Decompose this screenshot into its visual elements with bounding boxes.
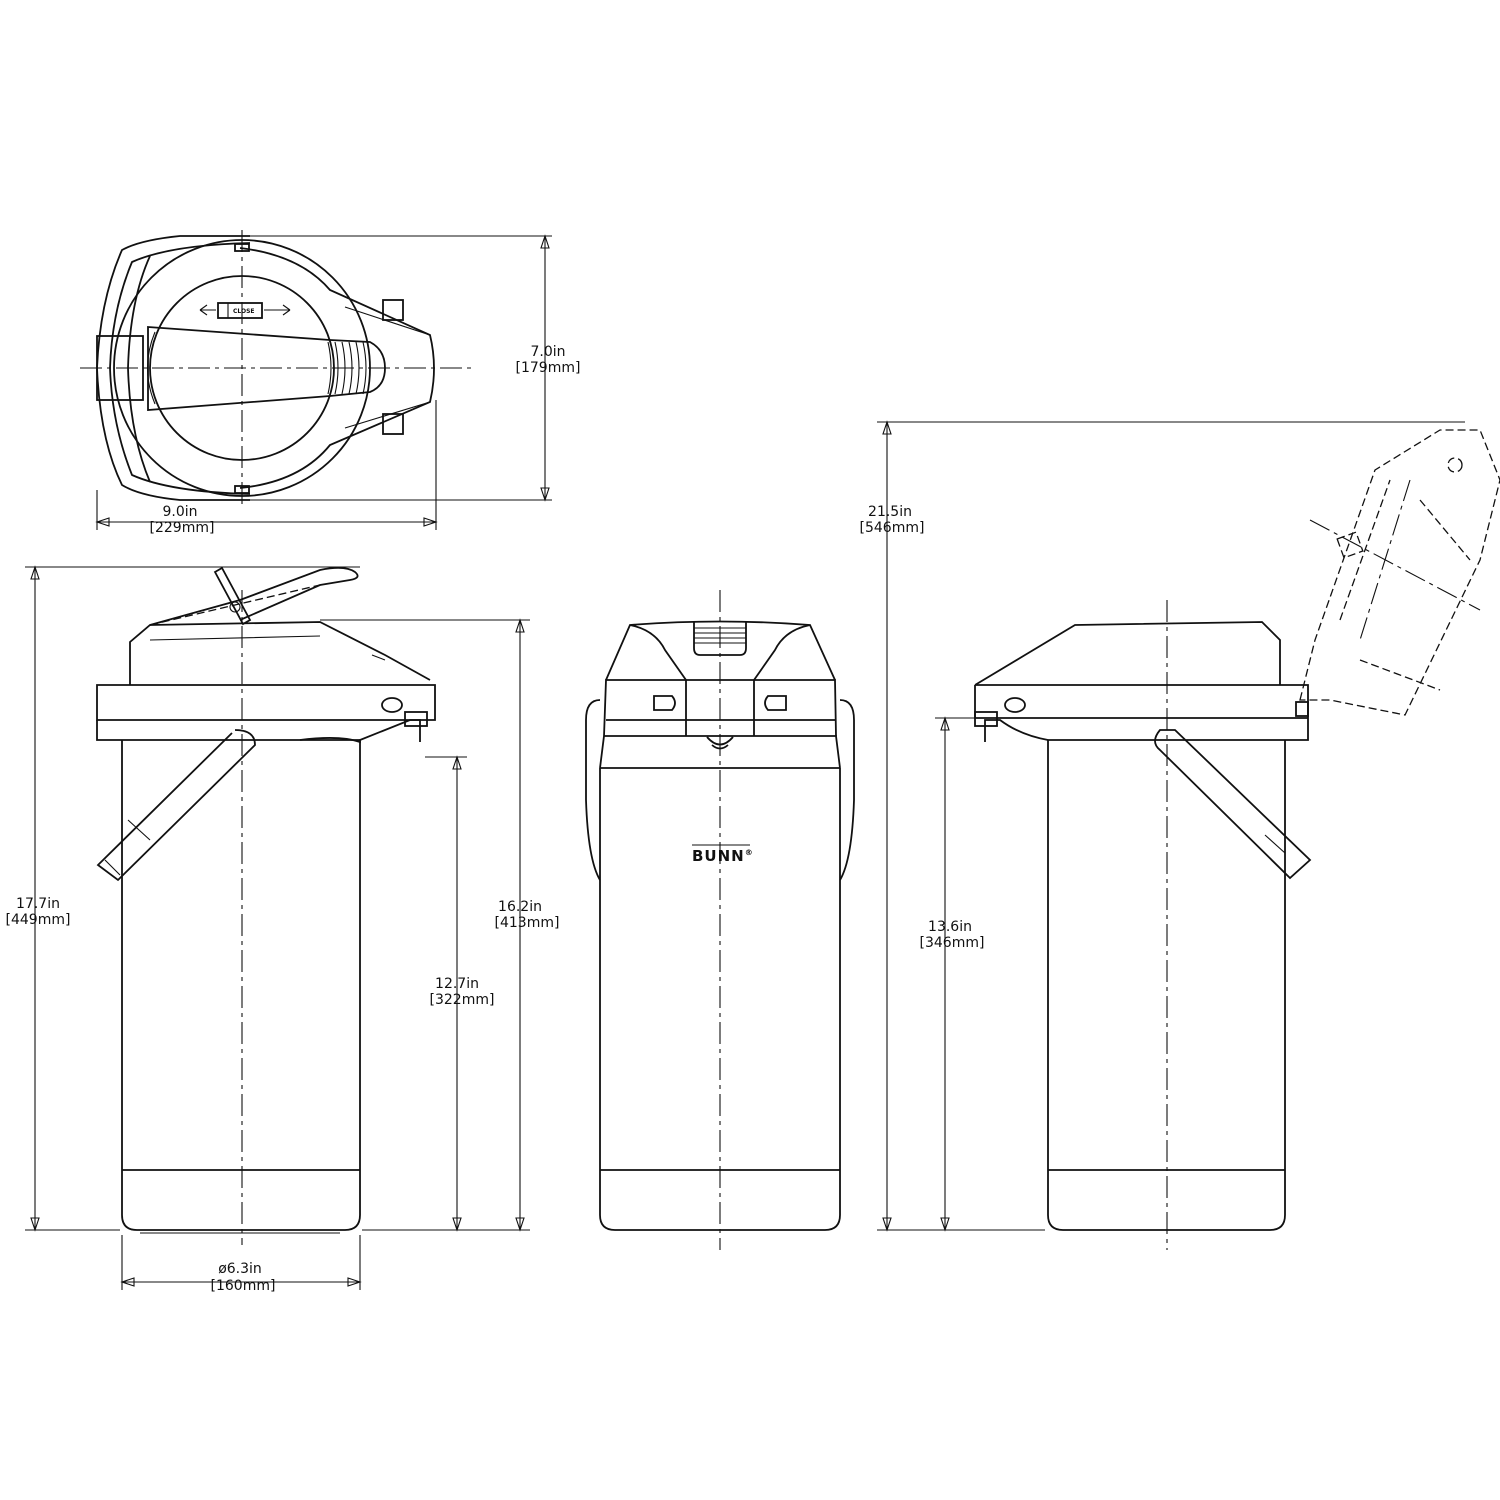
front-view: BUNN® — [585, 590, 855, 1250]
width-dimension-mm: [229mm] — [150, 520, 215, 536]
body-height-in: 16.2in — [498, 899, 542, 915]
overall-height-in: 17.7in — [16, 896, 60, 912]
spout-height-in: 12.7in — [435, 976, 479, 992]
side-view-left: 17.7in [449mm] 16.2in [413mm] 12.7in [32… — [6, 565, 560, 1294]
overall-height-mm: [449mm] — [6, 912, 71, 928]
diameter-in: ø6.3in — [218, 1261, 262, 1277]
spout-height-right-mm: [346mm] — [920, 935, 985, 951]
depth-dimension-in: 7.0in — [530, 344, 565, 360]
spout-height-mm: [322mm] — [430, 992, 495, 1008]
close-label: CLOSE — [233, 308, 255, 315]
spout-height-right-in: 13.6in — [928, 919, 972, 935]
width-dimension-in: 9.0in — [162, 504, 197, 520]
lid-open-height-in: 21.5in — [868, 504, 912, 520]
lid-open-height-mm: [546mm] — [860, 520, 925, 536]
depth-dimension-mm: [179mm] — [516, 360, 581, 376]
side-view-right: 21.5in [546mm] 13.6in [346mm] — [860, 420, 1500, 1250]
top-view: CLOSE 9.0in [229mm] 7.0in [179mm] — [80, 230, 580, 536]
body-height-mm: [413mm] — [495, 915, 560, 931]
bunn-logo: BUNN® — [692, 847, 754, 865]
open-lid-outline — [1299, 429, 1500, 716]
diameter-mm: [160mm] — [211, 1278, 276, 1294]
